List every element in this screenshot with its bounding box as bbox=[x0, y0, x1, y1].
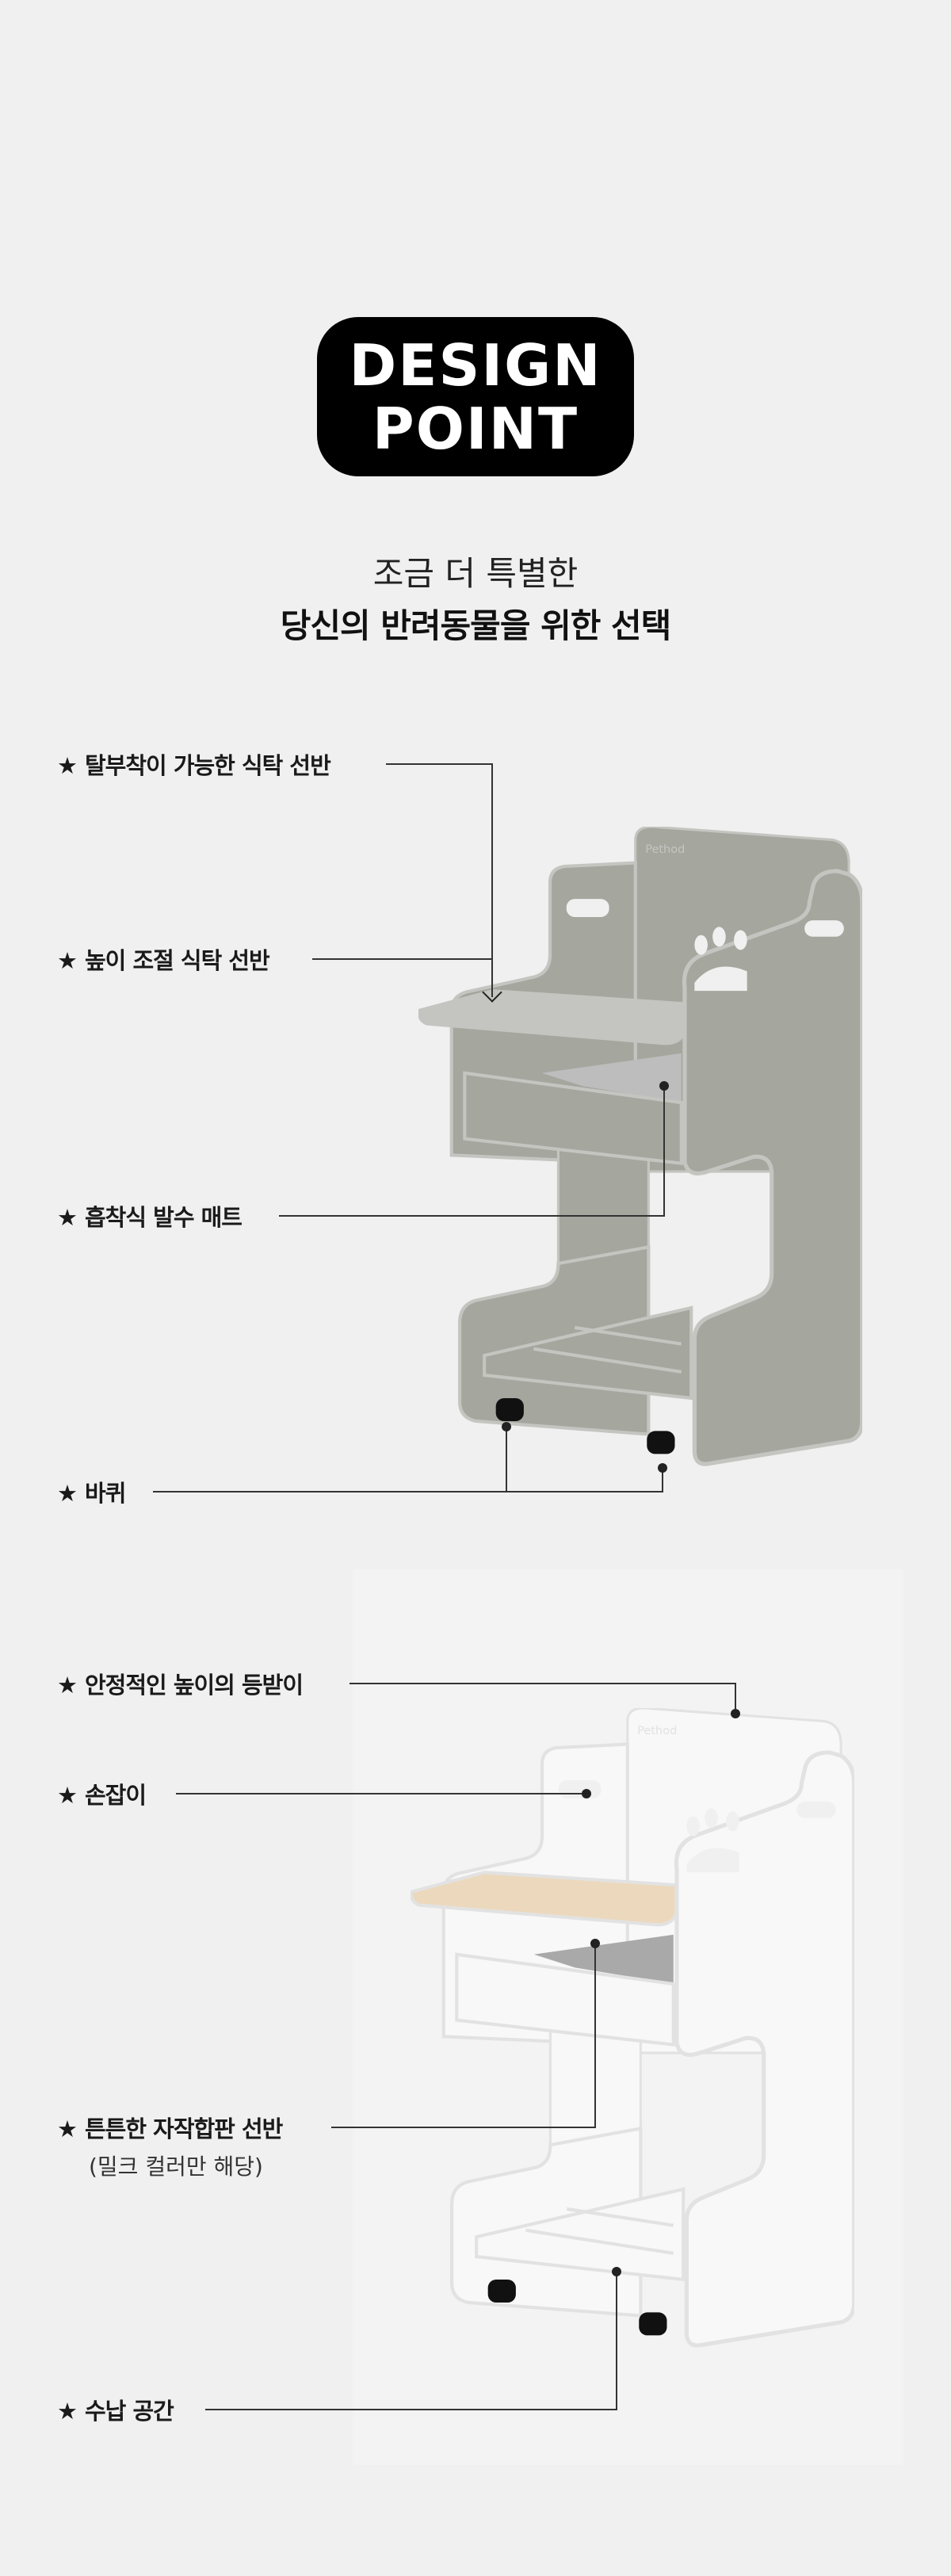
feature-text: 안정적인 높이의 등받이 bbox=[85, 1672, 304, 1699]
leader-line bbox=[312, 958, 493, 960]
wheel-icon bbox=[647, 1431, 675, 1454]
leader-line bbox=[205, 2409, 617, 2410]
subtitle-line1: 조금 더 특별한 bbox=[372, 554, 579, 593]
leader-line bbox=[349, 1683, 736, 1684]
seat-front-board bbox=[455, 1952, 675, 2047]
bottom-shelf bbox=[483, 1305, 693, 1401]
mat bbox=[533, 1934, 674, 1985]
left-handle-hole bbox=[558, 1780, 602, 1798]
feature-text: 튼튼한 자작합판 선반 bbox=[85, 2115, 283, 2142]
star-icon: ★ bbox=[57, 2115, 78, 2142]
paw-cutout-icon bbox=[694, 927, 747, 992]
pointer-dot bbox=[582, 1789, 591, 1798]
feature-label-height-adjust-tray: ★ 높이 조절 식탁 선반 bbox=[57, 942, 270, 976]
star-icon: ★ bbox=[57, 1204, 78, 1231]
pointer-dot bbox=[659, 1081, 669, 1091]
star-icon: ★ bbox=[57, 752, 78, 779]
feature-text: 수납 공간 bbox=[85, 2398, 174, 2425]
feature-label-mat: ★ 흡착식 발수 매트 bbox=[57, 1199, 243, 1233]
brand-logo: Pethod bbox=[645, 843, 685, 856]
leader-line bbox=[153, 1491, 663, 1492]
wheel-icon bbox=[487, 2279, 516, 2303]
feature-label-wheels: ★ 바퀴 bbox=[57, 1475, 126, 1508]
badge-line1: DESIGN bbox=[349, 331, 602, 399]
star-icon: ★ bbox=[57, 1672, 78, 1699]
star-icon: ★ bbox=[57, 947, 78, 974]
leader-line bbox=[735, 1683, 736, 1714]
feature-label-backrest: ★ 안정적인 높이의 등받이 bbox=[57, 1667, 304, 1700]
leader-line bbox=[491, 763, 493, 997]
feature-label-plywood-shelf: ★ 튼튼한 자작합판 선반 bbox=[57, 2111, 283, 2144]
feature-label-storage: ★ 수납 공간 bbox=[57, 2393, 174, 2426]
feature-label-detachable-tray: ★ 탈부착이 가능한 식탁 선반 bbox=[57, 747, 331, 781]
feature-text: 탈부착이 가능한 식탁 선반 bbox=[85, 752, 331, 779]
leader-line bbox=[506, 1427, 507, 1492]
leader-line bbox=[331, 2127, 596, 2128]
mat bbox=[541, 1053, 682, 1103]
leader-line bbox=[594, 1943, 596, 2128]
star-icon: ★ bbox=[57, 2398, 78, 2425]
pointer-dot bbox=[658, 1463, 667, 1473]
feature-text: 흡착식 발수 매트 bbox=[85, 1204, 243, 1231]
leader-line bbox=[662, 1468, 663, 1492]
feature-text: 손잡이 bbox=[85, 1782, 147, 1809]
right-handle-hole bbox=[804, 920, 844, 937]
star-icon: ★ bbox=[57, 1782, 78, 1809]
leader-line bbox=[616, 2272, 617, 2410]
pointer-dot bbox=[502, 1422, 511, 1431]
wheel-icon bbox=[639, 2312, 667, 2336]
bottom-shelf bbox=[475, 2187, 686, 2282]
feature-note: (밀크 컬러만 해당) bbox=[89, 2154, 263, 2180]
wheel-icon bbox=[495, 1397, 524, 1421]
pointer-dot bbox=[731, 1709, 740, 1718]
feature-text: 높이 조절 식탁 선반 bbox=[85, 947, 270, 974]
pointer-dot bbox=[590, 1939, 600, 1948]
shelf-slat bbox=[574, 1325, 682, 1346]
shelf-slat bbox=[566, 2207, 674, 2227]
shelf-slat bbox=[533, 1347, 682, 1374]
seat-front-board bbox=[463, 1071, 683, 1166]
subtitle-line2: 당신의 반려동물을 위한 선택 bbox=[280, 606, 672, 645]
star-icon: ★ bbox=[57, 1480, 78, 1507]
right-side-panel bbox=[682, 869, 862, 1466]
paw-cutout-icon bbox=[686, 1808, 739, 1873]
leader-line bbox=[279, 1215, 665, 1217]
design-point-badge: DESIGN POINT bbox=[317, 317, 634, 476]
shelf-slat bbox=[525, 2228, 674, 2255]
leader-line bbox=[663, 1086, 665, 1217]
badge-line2: POINT bbox=[372, 395, 579, 462]
grey-pet-chair-image: Pethod bbox=[418, 827, 862, 1466]
feature-label-handle: ★ 손잡이 bbox=[57, 1777, 147, 1810]
leader-line bbox=[386, 763, 493, 765]
leader-line bbox=[176, 1793, 586, 1794]
white-pet-chair-image: Pethod bbox=[411, 1708, 854, 2348]
left-handle-hole bbox=[566, 899, 609, 917]
right-handle-hole bbox=[796, 1802, 836, 1818]
brand-logo: Pethod bbox=[637, 1725, 677, 1737]
right-side-panel bbox=[674, 1750, 854, 2348]
pointer-dot bbox=[612, 2267, 621, 2276]
feature-text: 바퀴 bbox=[85, 1480, 126, 1507]
